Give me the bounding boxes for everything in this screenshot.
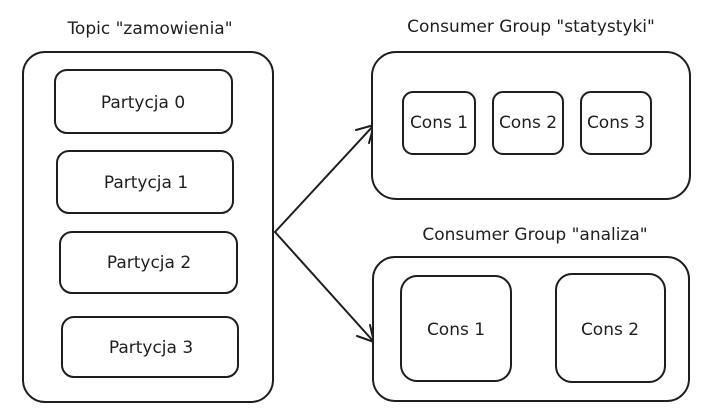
group-analiza-title: Consumer Group "analiza" (422, 225, 647, 245)
statystyki-cons-2-box (492, 91, 564, 155)
statystyki-cons-1-label: Cons 1 (410, 113, 468, 133)
group-statystyki-title: Consumer Group "statystyki" (407, 17, 655, 37)
partition-2-box (59, 231, 238, 294)
statystyki-cons-2-label: Cons 2 (499, 113, 557, 133)
partition-1-box (56, 150, 234, 214)
topic-container (22, 51, 274, 403)
topic-title: Topic "zamowienia" (66, 19, 232, 39)
partition-3-label: Partycja 3 (109, 338, 193, 358)
statystyki-cons-1-box (402, 91, 476, 155)
arrow-to-analiza (274, 231, 375, 343)
analiza-cons-1-label: Cons 1 (427, 320, 485, 340)
partition-0-label: Partycja 0 (101, 93, 185, 113)
partition-3-box (61, 316, 239, 378)
statystyki-cons-3-box (580, 91, 652, 155)
arrow-to-statystyki (274, 124, 375, 233)
analiza-cons-2-label: Cons 2 (581, 320, 639, 340)
partition-0-box (54, 69, 233, 134)
analiza-cons-2-box (555, 273, 666, 383)
analiza-cons-1-box (400, 275, 512, 382)
partition-2-label: Partycja 2 (107, 253, 191, 273)
statystyki-cons-3-label: Cons 3 (587, 113, 645, 133)
partition-1-label: Partycja 1 (104, 173, 188, 193)
